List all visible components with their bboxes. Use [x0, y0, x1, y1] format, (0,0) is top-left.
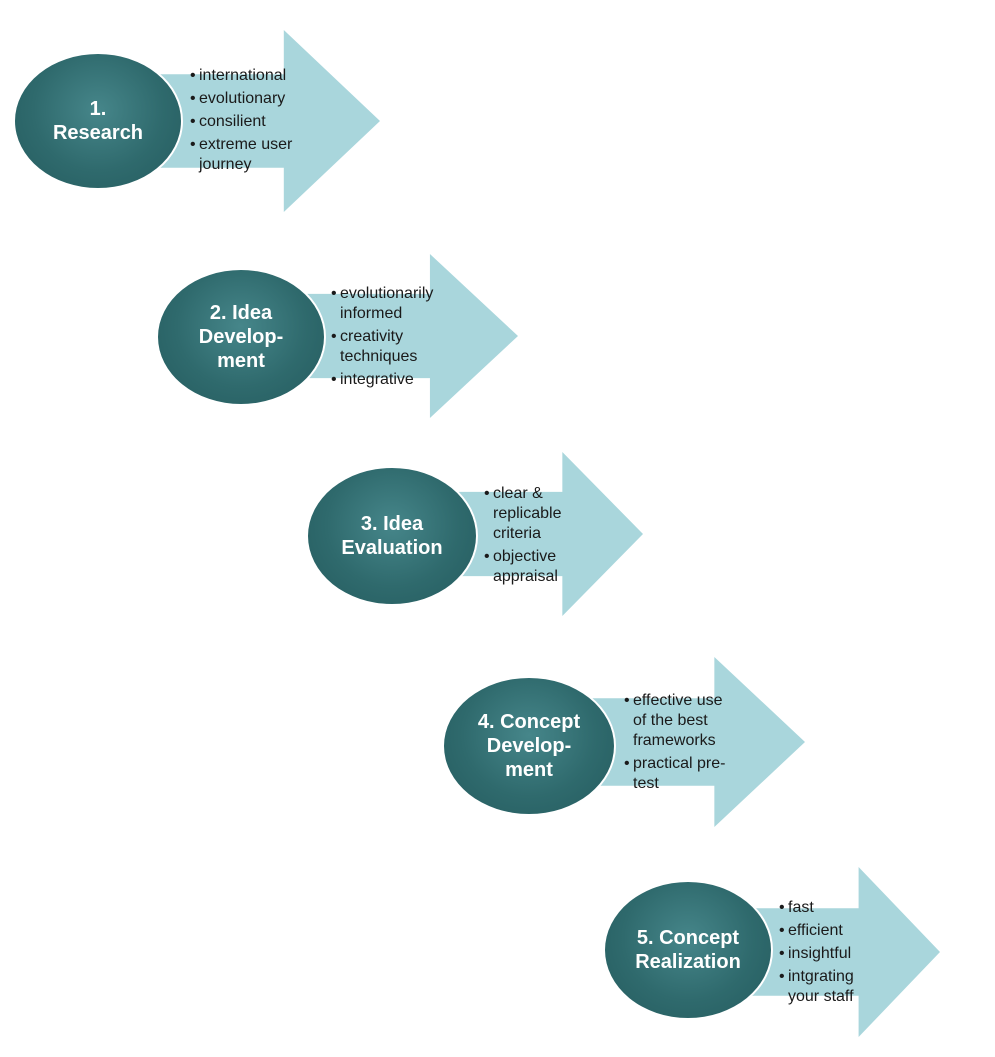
- step-4-label-line: ment: [505, 759, 553, 781]
- bullet-line: extreme user: [199, 136, 293, 153]
- step-5-bullet-list: fast efficient insightful intgrating you…: [779, 898, 854, 1010]
- bullet-line: criteria: [493, 525, 542, 542]
- step-4-bullet: effective use of the best frameworks: [624, 691, 725, 751]
- bullet-line: efficient: [788, 922, 843, 939]
- step-3-label-line: Evaluation: [341, 537, 443, 559]
- step-1-bullet: consilient: [190, 112, 292, 132]
- bullet-line: frameworks: [633, 732, 716, 749]
- bullet-line: test: [633, 775, 659, 792]
- bullet-line: informed: [340, 305, 403, 322]
- bullet-line: practical pre-: [633, 755, 726, 772]
- step-3-circle: 3. Idea Evaluation: [306, 466, 478, 606]
- step-3-label-line: 3. Idea: [360, 513, 424, 535]
- bullet-line: techniques: [340, 348, 418, 365]
- bullet-line: insightful: [788, 945, 852, 962]
- step-1-bullet: international: [190, 66, 292, 86]
- step-3-label: 3. Idea Evaluation: [341, 512, 442, 560]
- bullet-line: international: [199, 67, 287, 84]
- bullet-line: evolutionarily: [340, 285, 434, 302]
- step-2-label: 2. Idea Develop- ment: [199, 301, 283, 373]
- step-3-bullet: clear & replicable criteria: [484, 484, 561, 544]
- step-2-circle: 2. Idea Develop- ment: [156, 268, 326, 406]
- step-2-bullet-list: evolutionarily informed creativity techn…: [331, 284, 433, 393]
- step-5-label-line: 5. Concept: [636, 927, 740, 949]
- bullet-line: journey: [199, 156, 252, 173]
- step-4-label-line: Develop-: [486, 735, 572, 757]
- bullet-line: clear &: [493, 485, 543, 502]
- bullet-line: replicable: [493, 505, 562, 522]
- bullet-line: objective: [493, 548, 557, 565]
- bullet-line: integrative: [340, 371, 414, 388]
- step-4-label-line: 4. Concept: [477, 711, 581, 733]
- step-4-circle: 4. Concept Develop- ment: [442, 676, 616, 816]
- bullet-line: creativity: [340, 328, 404, 345]
- bullet-line: intgrating: [788, 968, 854, 985]
- step-4-label: 4. Concept Develop- ment: [478, 710, 580, 782]
- step-2-bullet: integrative: [331, 370, 433, 390]
- bullet-line: fast: [788, 899, 814, 916]
- step-2-bullet: creativity techniques: [331, 327, 433, 367]
- step-4-bullet-list: effective use of the best frameworks pra…: [624, 691, 725, 797]
- step-2-label-line: 2. Idea: [209, 302, 273, 324]
- bullet-line: consilient: [199, 113, 266, 130]
- step-5-label: 5. Concept Realization: [635, 926, 741, 974]
- step-1-bullet-list: international evolutionary consilient ex…: [190, 66, 292, 178]
- step-5-bullet: insightful: [779, 944, 854, 964]
- bullet-line: evolutionary: [199, 90, 286, 107]
- step-5-label-line: Realization: [635, 951, 741, 973]
- step-5-bullet: fast: [779, 898, 854, 918]
- step-1-label: 1. Research: [53, 97, 143, 145]
- step-5-circle: 5. Concept Realization: [603, 880, 773, 1020]
- bullet-line: your staff: [788, 988, 854, 1005]
- step-5-bullet: intgrating your staff: [779, 967, 854, 1007]
- bullet-line: of the best: [633, 712, 708, 729]
- step-1-label-line: Research: [52, 122, 144, 144]
- step-2-label-line: ment: [217, 350, 265, 372]
- bullet-line: appraisal: [493, 568, 558, 585]
- step-4-bullet: practical pre- test: [624, 754, 725, 794]
- step-1-label-line: 1.: [89, 98, 107, 120]
- step-1-bullet: extreme user journey: [190, 135, 292, 175]
- step-3-bullet-list: clear & replicable criteria objective ap…: [484, 484, 561, 590]
- step-3-bullet: objective appraisal: [484, 547, 561, 587]
- step-2-label-line: Develop-: [198, 326, 284, 348]
- step-2-bullet: evolutionarily informed: [331, 284, 433, 324]
- step-5-bullet: efficient: [779, 921, 854, 941]
- step-1-bullet: evolutionary: [190, 89, 292, 109]
- bullet-line: effective use: [633, 692, 723, 709]
- step-1-circle: 1. Research: [13, 52, 183, 190]
